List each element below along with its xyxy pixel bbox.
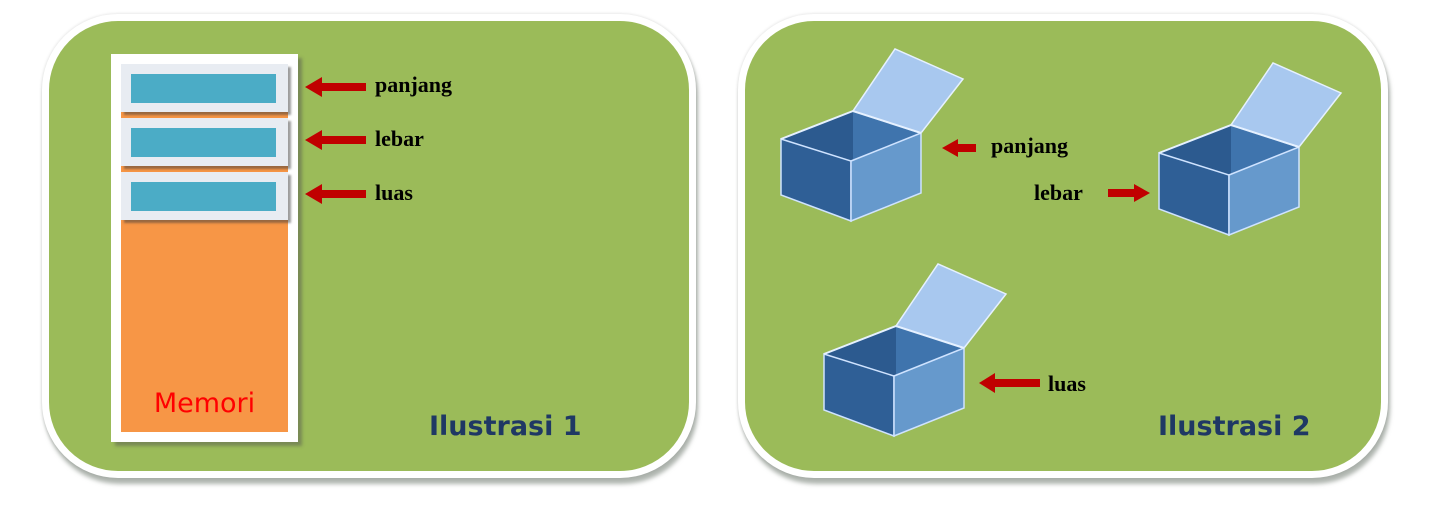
memory-cell-panjang [121, 64, 288, 112]
memory-cell-luas [121, 172, 288, 220]
memory-cell-bar [131, 74, 276, 103]
arrow-box-panjang [942, 139, 976, 157]
arrow-box-lebar [1108, 184, 1150, 202]
illustration-2-caption: Ilustrasi 2 [1158, 411, 1311, 442]
memory-cell-lebar [121, 118, 288, 166]
label-luas: luas [375, 180, 413, 205]
memory-cell-bar [131, 182, 276, 211]
arrow-luas [305, 184, 366, 204]
box-lebar [1158, 62, 1342, 236]
box-label-luas: luas [1048, 371, 1086, 396]
memory-label: Memori [153, 388, 256, 419]
arrow-panjang [305, 77, 366, 97]
memory-area: Memori [121, 64, 288, 432]
arrow-lebar [305, 130, 366, 150]
box-label-panjang: panjang [991, 133, 1069, 158]
illustration-1-panel: Memori Ilustrasi 1 [42, 14, 696, 478]
label-lebar: lebar [375, 126, 424, 151]
box-label-lebar: lebar [1034, 180, 1083, 205]
memory-cell-bar [131, 128, 276, 157]
memory-block: Memori [111, 54, 298, 442]
label-panjang: panjang [375, 72, 453, 97]
arrow-box-luas [979, 373, 1040, 393]
box-luas [823, 263, 1007, 437]
illustration-1-caption: Ilustrasi 1 [429, 411, 582, 442]
box-panjang [780, 48, 964, 222]
